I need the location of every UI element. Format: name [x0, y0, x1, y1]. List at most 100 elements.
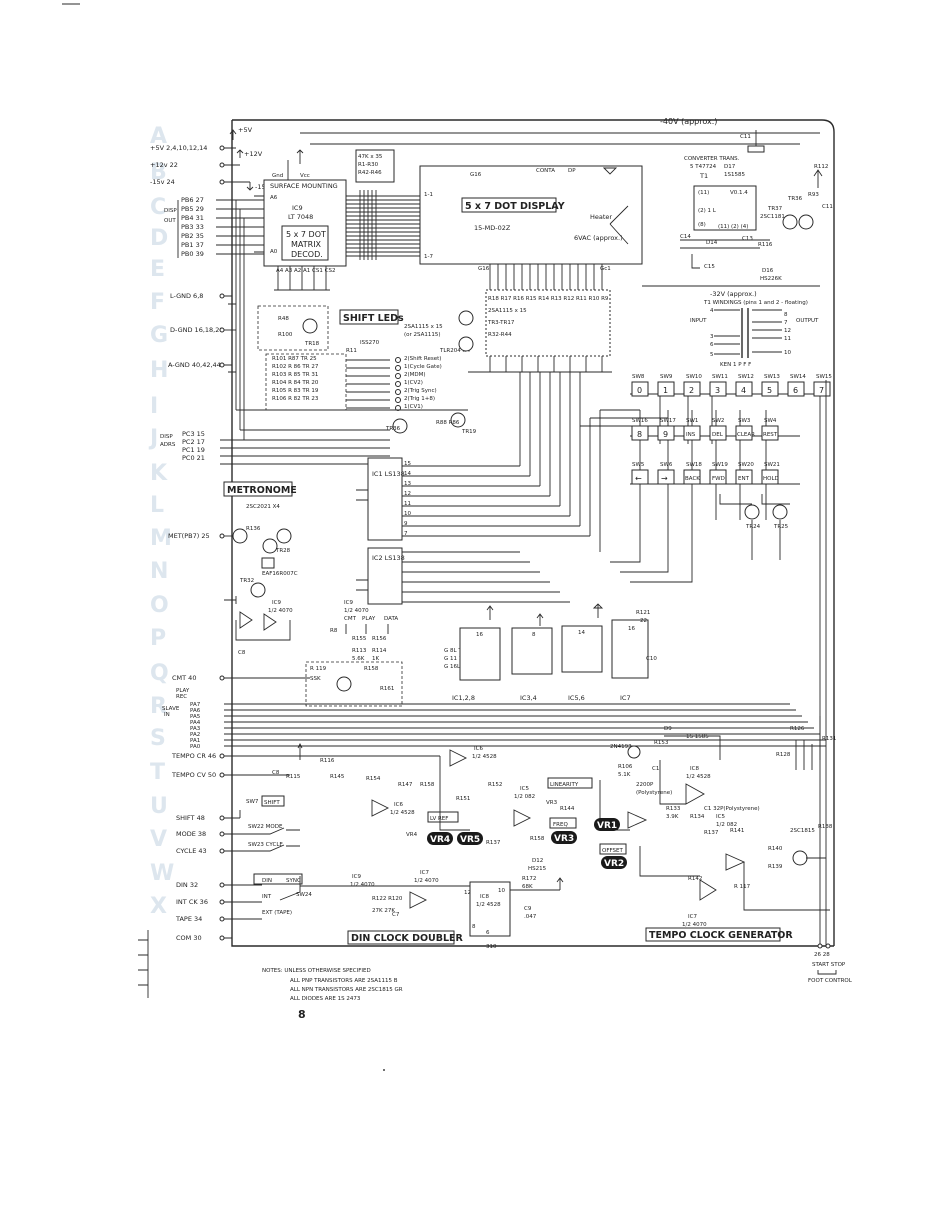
key-label: CLEAR	[737, 432, 755, 438]
sync-switch: DIN SYNC INT EXT (TAPE) SW24	[244, 873, 312, 920]
svg-text:R105 R 83 TR 19: R105 R 83 TR 19	[272, 388, 319, 394]
svg-text:DIN: DIN	[262, 878, 272, 884]
svg-text:SW9: SW9	[660, 374, 673, 380]
margin-bracket	[138, 930, 149, 998]
svg-text:R154: R154	[366, 776, 381, 782]
ghost-letter: O	[150, 593, 169, 618]
svg-text:R161: R161	[380, 686, 394, 692]
ghost-letter: G	[150, 323, 168, 348]
svg-text:C1 32P(Polystyrene): C1 32P(Polystyrene)	[704, 806, 760, 812]
svg-text:R139: R139	[768, 864, 783, 870]
svg-text:1(Cycle Gate): 1(Cycle Gate)	[404, 364, 442, 370]
ghost-letter: Q	[150, 661, 169, 686]
pin-label: PB1 37	[181, 241, 204, 249]
pin-label: DIN 32	[176, 881, 198, 889]
svg-text:A0: A0	[270, 249, 278, 255]
ic1-body	[367, 457, 403, 541]
bottom-pins: TEMPO CR 46 TEMPO CV 50 SHIFT 48 MODE 38…	[171, 752, 300, 942]
svg-text:R152: R152	[488, 782, 502, 788]
pin-label: PC2 17	[182, 438, 205, 446]
svg-text:R42-R46: R42-R46	[358, 170, 382, 176]
svg-text:R104 R 84 TR 20: R104 R 84 TR 20	[272, 380, 319, 386]
svg-text:Gnd: Gnd	[272, 173, 283, 179]
svg-text:11: 11	[784, 336, 791, 342]
cmt-section: CMT PLAY DATA R8 R155 R156 R113 R114 5.6…	[172, 600, 403, 707]
svg-text:C8: C8	[272, 770, 280, 776]
svg-text:R141: R141	[730, 828, 744, 834]
svg-text:TR3-TR17: TR3-TR17	[487, 320, 515, 326]
svg-text:IC9: IC9	[272, 600, 281, 606]
svg-text:R153: R153	[654, 740, 669, 746]
svg-text:SW8: SW8	[632, 374, 645, 380]
svg-text:R140: R140	[768, 846, 783, 852]
lv-ref-label: LV REF	[430, 816, 448, 822]
start-stop-label: START STOP	[812, 962, 846, 968]
svg-text:R11: R11	[346, 348, 357, 354]
tempo-clock-title: TEMPO CLOCK GENERATOR	[649, 930, 793, 941]
svg-text:SW20: SW20	[738, 462, 754, 468]
svg-text:A4 A3 A2 A1 CS1 CS2: A4 A3 A2 A1 CS1 CS2	[276, 268, 335, 274]
pin-label: -15v 24	[150, 178, 175, 186]
vr4-badge	[427, 832, 453, 845]
ic8-label: 1/2 4528	[686, 774, 711, 780]
svg-text:R101 R87 TR 25: R101 R87 TR 25	[272, 356, 317, 362]
svg-text:TR25: TR25	[773, 524, 789, 530]
svg-text:VR4: VR4	[406, 832, 418, 838]
svg-text:SLAVE: SLAVE	[162, 706, 180, 712]
svg-text:310: 310	[486, 944, 497, 950]
svg-text:2(Trig Sync): 2(Trig Sync)	[404, 388, 437, 394]
svg-text:2SC2021 X4: 2SC2021 X4	[246, 504, 280, 510]
svg-text:IC6: IC6	[474, 746, 483, 752]
svg-text:16: 16	[628, 626, 635, 632]
svg-text:TR24: TR24	[745, 524, 761, 530]
key-label: 2	[689, 386, 694, 395]
vr2-badge	[601, 856, 627, 869]
pin-label: PC0 21	[182, 454, 205, 462]
svg-text:(8): (8)	[698, 222, 706, 228]
key-label: REST	[763, 432, 778, 438]
svg-text:10: 10	[498, 888, 505, 894]
key-label: 6	[793, 386, 798, 395]
switch-row-2: SW5 SW6 SW18 SW19 SW20 SW21 ← → BACK FWD…	[631, 462, 780, 485]
gnd-pin-group: L-GND 6,8 D-GND 16,18,20 A-GND 40,42,44	[168, 292, 236, 373]
ghost-letter: A	[150, 124, 167, 149]
svg-text:1/2 4070: 1/2 4070	[268, 608, 293, 614]
svg-text:6: 6	[486, 930, 490, 936]
svg-text:10: 10	[404, 511, 411, 517]
pin-label: TEMPO CR 46	[171, 752, 216, 760]
key-label: 8	[637, 430, 642, 439]
pin-label: PA3	[190, 726, 201, 732]
svg-text:R8: R8	[330, 628, 338, 634]
svg-text:(Polystyrene): (Polystyrene)	[636, 790, 672, 796]
svg-text:14: 14	[404, 471, 411, 477]
ic9-name: IC9	[292, 204, 303, 212]
svg-text:R116: R116	[758, 242, 773, 248]
svg-text:IC6: IC6	[394, 802, 403, 808]
svg-text:C14: C14	[680, 234, 691, 240]
mode-switches: SW7 SHIFT C8 R115 SW22 MODE SW23 CYCLE	[239, 770, 301, 852]
svg-text:R100: R100	[278, 332, 293, 338]
pin-label: PA1	[190, 738, 200, 744]
ghost-letter: R	[150, 694, 167, 719]
ghost-letter: V	[150, 827, 167, 852]
svg-text:1K: 1K	[372, 656, 379, 662]
svg-text:SW11: SW11	[712, 374, 728, 380]
svg-text:IC5: IC5	[520, 786, 529, 792]
key-label: 7	[819, 386, 824, 395]
key-label: 3	[715, 386, 720, 395]
svg-text:12: 12	[404, 491, 411, 497]
svg-text:Vcc: Vcc	[300, 173, 310, 179]
svg-text:5.1K: 5.1K	[618, 772, 631, 778]
svg-text:10: 10	[784, 350, 791, 356]
svg-text:(or 2SA1115): (or 2SA1115)	[404, 332, 441, 338]
svg-text:SW16: SW16	[632, 418, 648, 424]
svg-text:R115: R115	[286, 774, 301, 780]
svg-text:R138: R138	[818, 824, 833, 830]
svg-text:SW7: SW7	[246, 799, 259, 805]
ghost-letter: F	[150, 290, 165, 315]
svg-text:1/2 082: 1/2 082	[716, 822, 737, 828]
display-body	[419, 165, 643, 265]
key-label: ENT	[738, 476, 750, 482]
svg-text:IC8: IC8	[690, 766, 699, 772]
